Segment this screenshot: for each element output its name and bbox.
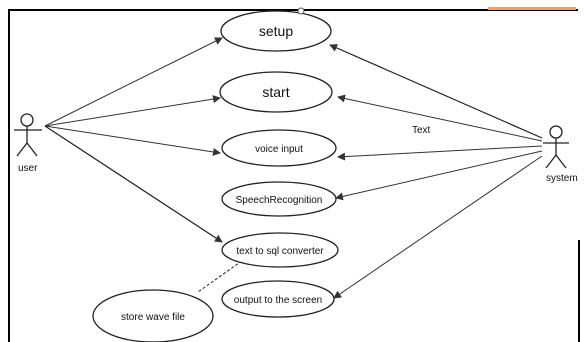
use-case-speech-recognition-label: SpeechRecognition — [236, 195, 323, 206]
edge-system-start — [337, 94, 543, 142]
edge-system-speech — [335, 150, 543, 201]
actor-user-icon — [14, 113, 42, 157]
accent-strip — [488, 7, 576, 10]
use-case-voice-input-label: voice input — [255, 144, 303, 155]
edge-user-voice — [44, 125, 221, 156]
connection-handle — [297, 7, 305, 15]
edge-system-setup — [329, 44, 543, 139]
use-case-store-wave: store wave file — [92, 289, 214, 342]
use-case-output-screen-label: output to the screen — [234, 295, 322, 306]
use-case-speech-recognition: SpeechRecognition — [221, 181, 337, 217]
use-case-store-wave-label: store wave file — [121, 312, 185, 323]
actor-system-label: system — [546, 173, 578, 184]
use-case-output-screen: output to the screen — [221, 280, 335, 318]
edge-label-text: Text — [412, 125, 431, 136]
use-case-start: start — [219, 71, 333, 113]
use-case-setup: setup — [220, 10, 332, 52]
use-case-text-to-sql-label: text to sql converter — [236, 246, 324, 257]
actor-system-icon — [543, 125, 569, 169]
edge-user-setup — [44, 37, 223, 127]
actor-system: system — [543, 125, 578, 184]
use-case-start-label: start — [262, 84, 289, 100]
edge-system-output — [333, 155, 543, 299]
edge-system-voice — [337, 145, 543, 161]
use-case-text-to-sql: text to sql converter — [221, 232, 339, 268]
actor-user-label: user — [18, 163, 38, 174]
edge-user-start — [44, 95, 221, 127]
actor-user: user — [14, 113, 42, 174]
edge-user-text-sql — [44, 125, 223, 243]
use-case-setup-label: setup — [259, 23, 293, 39]
use-case-voice-input: voice input — [221, 129, 337, 167]
